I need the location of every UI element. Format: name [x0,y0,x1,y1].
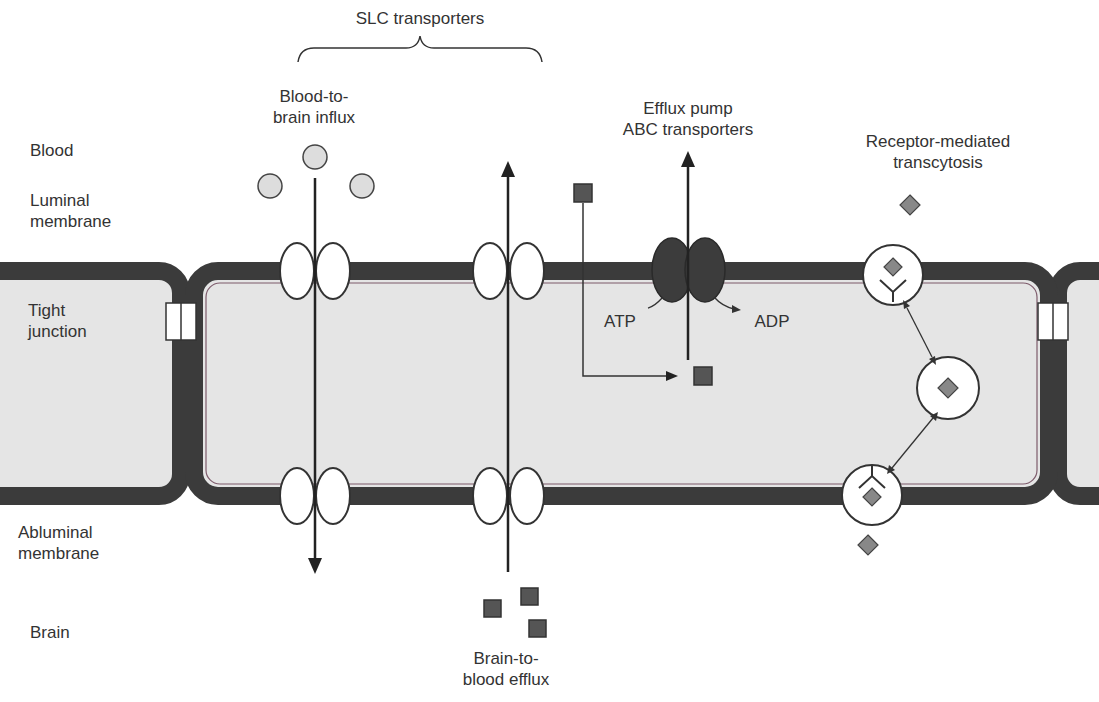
label: Efflux pump ABC transporters [613,98,763,140]
label: Blood-to-brain influx [249,86,379,128]
label: ADP [747,311,797,332]
inner-membrane-line [206,283,1037,484]
bracket [298,36,542,62]
endothelial-cell [194,271,1049,496]
label: Brain-to-blood efflux [436,648,576,690]
substrate-square [694,367,712,385]
substrate-path [583,203,678,381]
endothelial-cell [0,271,181,496]
tight-junction [166,303,1068,340]
label: Luminal membrane [30,190,130,232]
vesicle-arrow [887,300,938,474]
label: Blood [30,140,110,161]
substrate-square [574,184,592,202]
label: Tight junction [28,300,118,342]
vesicle [842,245,979,525]
atp-arrow [648,298,741,313]
influx-arrow [308,178,322,574]
efflux-arrow [501,161,515,572]
label: SLC transporters [320,8,520,29]
label: ATP [595,311,645,332]
solute-square [484,588,546,637]
label: Abluminal membrane [18,522,128,564]
pump-arrow [681,151,695,360]
label: Receptor-mediated transcytosis [856,131,1021,173]
label: Brain [30,622,110,643]
